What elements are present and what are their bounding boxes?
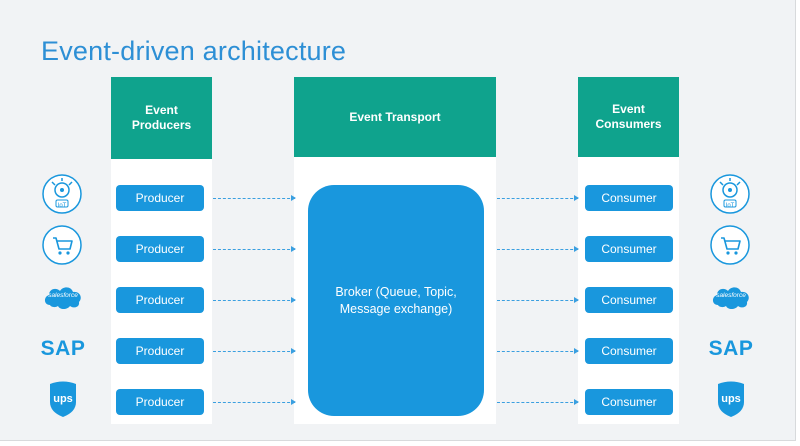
- ups-label: ups: [53, 393, 73, 405]
- cart-icon: [709, 224, 751, 266]
- broker-label-line2: Message exchange): [339, 301, 453, 316]
- arrow-producer-to-broker: [213, 348, 296, 354]
- producers-header-line2: Producers: [131, 118, 192, 132]
- arrow-broker-to-consumer: [497, 297, 579, 303]
- salesforce-logo: salesforce: [42, 283, 84, 311]
- producer-box: Producer: [116, 236, 204, 262]
- consumer-box: Consumer: [585, 287, 673, 313]
- cart-icon: [41, 224, 83, 266]
- iot-label: IoT: [725, 203, 735, 209]
- iot-label: IoT: [57, 203, 67, 209]
- iot-icon: IoT: [41, 173, 83, 215]
- producer-box: Producer: [116, 338, 204, 364]
- page-title: Event-driven architecture: [41, 36, 347, 66]
- producers-header-line1: Event: [145, 103, 178, 117]
- broker-label-line1: Broker (Queue, Topic,: [335, 284, 457, 299]
- arrow-producer-to-broker: [213, 246, 296, 252]
- producer-box: Producer: [116, 287, 204, 313]
- transport-header-label: Event Transport: [349, 109, 441, 124]
- consumer-box: Consumer: [585, 236, 673, 262]
- arrow-producer-to-broker: [213, 297, 296, 303]
- producer-box: Producer: [116, 185, 204, 211]
- transport-header: Event Transport: [294, 77, 496, 157]
- arrow-broker-to-consumer: [497, 246, 579, 252]
- iot-icon: IoT: [709, 173, 751, 215]
- arrow-producer-to-broker: [213, 195, 296, 201]
- producers-header: Event Producers: [111, 77, 212, 159]
- arrow-broker-to-consumer: [497, 399, 579, 405]
- sap-logo: SAP: [40, 337, 86, 360]
- consumers-header: Event Consumers: [578, 77, 679, 157]
- sap-logo: SAP: [708, 337, 754, 360]
- ups-label: ups: [721, 393, 741, 405]
- ups-logo: ups: [715, 380, 747, 418]
- producer-box: Producer: [116, 389, 204, 415]
- consumers-header-line2: Consumers: [595, 117, 662, 131]
- broker-box: Broker (Queue, Topic, Message exchange): [308, 185, 484, 416]
- salesforce-label: salesforce: [48, 292, 78, 299]
- arrow-producer-to-broker: [213, 399, 296, 405]
- ups-logo: ups: [47, 380, 79, 418]
- arrow-broker-to-consumer: [497, 348, 579, 354]
- consumer-box: Consumer: [585, 185, 673, 211]
- consumers-header-line1: Event: [612, 102, 645, 116]
- salesforce-label: salesforce: [716, 292, 746, 299]
- consumer-box: Consumer: [585, 338, 673, 364]
- consumer-box: Consumer: [585, 389, 673, 415]
- arrow-broker-to-consumer: [497, 195, 579, 201]
- salesforce-logo: salesforce: [710, 283, 752, 311]
